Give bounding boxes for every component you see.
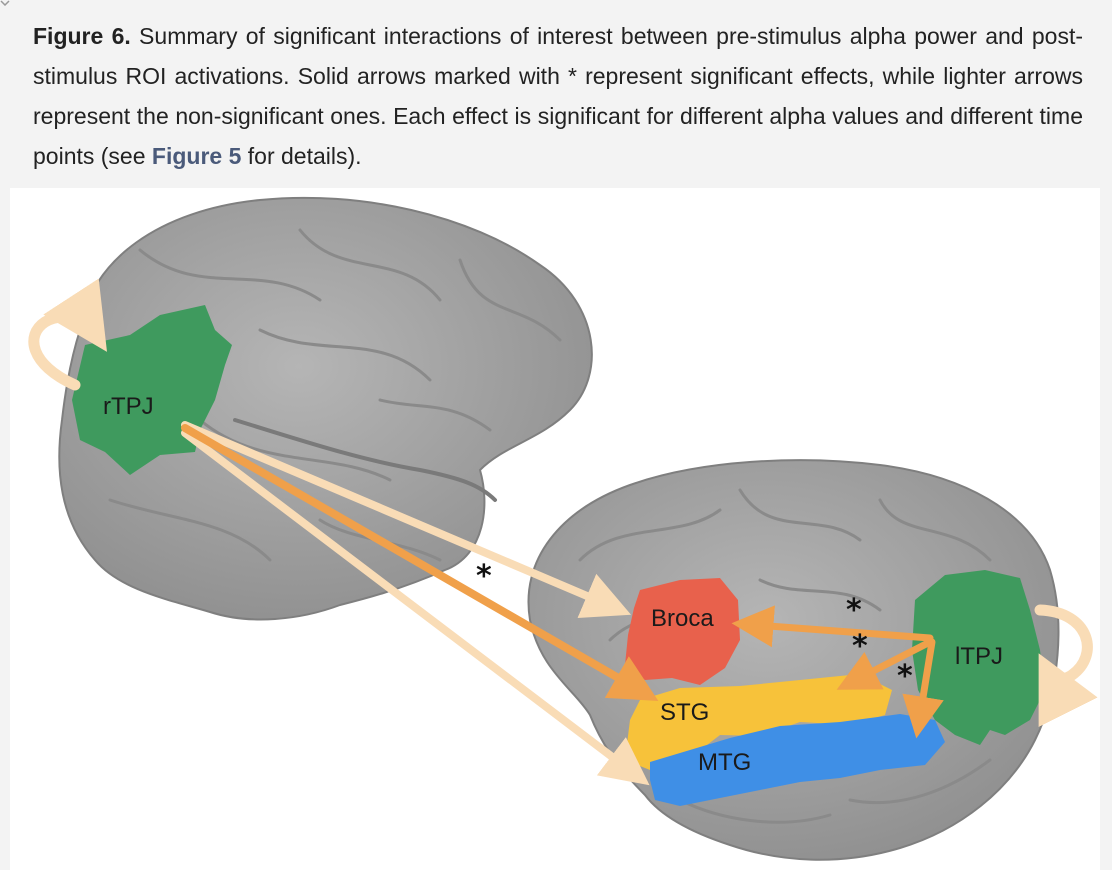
arrow-ltpj-to-mtg <box>902 638 944 739</box>
rtpj-label: rTPJ <box>103 393 154 420</box>
arrow-rtpj-to-stg <box>181 424 659 701</box>
arrow-rtpj-to-mtg <box>181 429 650 786</box>
ltpj-region <box>912 570 1045 745</box>
right-hemisphere-brain <box>58 196 593 621</box>
mtg-label: MTG <box>698 749 751 776</box>
ltpj-self-loop-arrow <box>1034 604 1098 728</box>
caption-text-2: for details). <box>241 143 362 169</box>
arrow-ltpj-to-broca <box>731 605 934 648</box>
arrow-ltpj-to-stg <box>836 638 934 690</box>
figure-caption: Figure 6. Summary of significant interac… <box>33 16 1083 176</box>
figure-label: Figure 6. <box>33 23 131 49</box>
mtg-region <box>650 714 945 806</box>
chevron-down-icon <box>0 0 10 6</box>
caption-text-1: Summary of significant interactions of i… <box>33 23 1083 169</box>
figure-5-link[interactable]: Figure 5 <box>151 143 242 169</box>
arrow-rtpj-to-broca <box>181 421 632 618</box>
broca-label: Broca <box>651 605 714 632</box>
stg-label: STG <box>660 699 709 726</box>
significance-marker-ltpj-stg: * <box>852 629 868 664</box>
significance-marker-ltpj-mtg: * <box>897 659 913 694</box>
ltpj-label: lTPJ <box>955 643 1003 670</box>
significance-marker-rtpj-stg: * <box>476 559 492 594</box>
significance-marker-ltpj-broca: * <box>846 593 862 628</box>
stg-region <box>625 674 892 770</box>
rtpj-self-loop-arrow <box>28 278 108 391</box>
